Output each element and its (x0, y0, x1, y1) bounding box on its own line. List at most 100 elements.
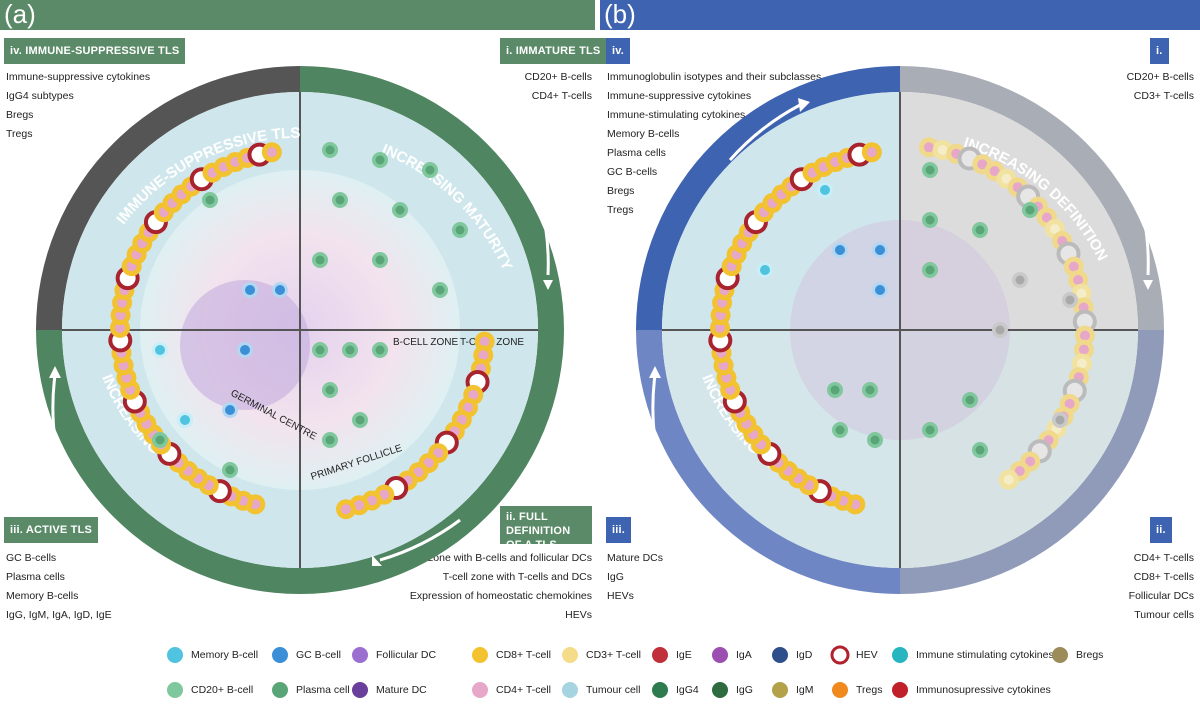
panel-a-notes-ii: B-cell zone with B-cells and follicular … (380, 549, 592, 625)
cd4-t-cell-core (1041, 212, 1052, 223)
cd8-t-cell-core (1001, 173, 1012, 184)
note: Tregs (6, 128, 33, 140)
note: Memory B-cells (6, 590, 79, 602)
cd4-t-cell-core (989, 166, 1000, 177)
cd4-t-cell-core (1078, 344, 1089, 355)
cd8-t-cell-core (354, 500, 365, 511)
note: Mature DCs (607, 552, 664, 564)
cd20-b-cell-core (865, 385, 875, 395)
cd3-t-cell-icon (562, 647, 578, 663)
cd20-b-cell-core (355, 415, 365, 425)
note: Tregs (607, 204, 634, 216)
cd4-t-cell-core (1014, 465, 1025, 476)
cd20-b-cell-core (375, 345, 385, 355)
cd20-b-cell-core (975, 445, 985, 455)
cd4-t-cell-core (433, 448, 444, 459)
note: T-cell zone with T-cells and DCs (442, 571, 592, 583)
note: Immune-suppressive cytokines (607, 90, 752, 102)
panel-b-notes-i: CD20+ B-cells CD3+ T-cells (1090, 68, 1194, 106)
note: GC B-cells (6, 552, 57, 564)
cd20-b-cell-core (335, 195, 345, 205)
cd20-b-cell-core (155, 435, 165, 445)
cd20-b-cell-core (1015, 275, 1025, 285)
note: CD8+ T-cells (1133, 571, 1194, 583)
note: Follicular DCs (1128, 590, 1194, 602)
legend-label: CD4+ T-cell (496, 684, 551, 696)
panel-b-notes-ii: CD4+ T-cells CD8+ T-cells Follicular DCs… (1090, 549, 1194, 625)
cd20-b-cell-core (1055, 415, 1065, 425)
cd20-b-cell-core (995, 325, 1005, 335)
memory-b-cell-core (180, 415, 190, 425)
panel-b-cells (708, 137, 1097, 515)
follicular-dc-icon (352, 647, 368, 663)
panel-a-letter: (a) (4, 0, 36, 29)
ring-segment-iv (636, 66, 900, 330)
panel-b-box-ii: ii. (1150, 517, 1172, 543)
legend-label: IgA (736, 649, 752, 661)
cd20-b-cell-core (435, 285, 445, 295)
cd8-t-cell-core (478, 350, 489, 361)
cd8-t-cell-icon (472, 647, 488, 663)
cd8-t-cell-core (937, 145, 948, 156)
immunosuppressive-cytokines-icon (892, 682, 908, 698)
legend-item-gc-b-cell: GC B-cell (270, 645, 341, 665)
cd4-t-cell-core (1064, 398, 1075, 409)
cd20-b-cell-core (925, 265, 935, 275)
cd20-b-cell-core (925, 425, 935, 435)
legend-label: Bregs (1076, 649, 1104, 661)
note: IgG (607, 571, 624, 583)
arrow-left-head (49, 366, 61, 378)
ige-icon (652, 647, 668, 663)
panel-b-box-iii: iii. (606, 517, 632, 543)
immune-stimulating-cytokines-icon (892, 647, 908, 663)
panel-a-header: (a) (0, 0, 595, 30)
cd20-b-cell-core (835, 425, 845, 435)
panel-b-notes-iv: Immunoglobulin isotypes and their subcla… (607, 68, 821, 220)
legend-item-igg: IgG (710, 680, 753, 700)
legend-item-igd: IgD (770, 645, 812, 665)
legend-item-ige: IgE (650, 645, 692, 665)
cd20-b-cell-core (830, 385, 840, 395)
gc-b-cell-core (875, 245, 885, 255)
igm-icon (772, 682, 788, 698)
cd4-t-cell-core (468, 389, 479, 400)
cd20-b-cell-core (315, 345, 325, 355)
legend-label: CD8+ T-cell (496, 649, 551, 661)
cd4-t-cell-core (341, 504, 352, 515)
arrow-top-left (728, 103, 801, 161)
gc-b-cell-icon (272, 647, 288, 663)
ring-segment-i (900, 66, 1164, 330)
cd8-t-cell-core (413, 467, 424, 478)
memory-b-cell-core (155, 345, 165, 355)
cd20-b-cell-core (870, 435, 880, 445)
arrow-top-left-head (798, 98, 810, 112)
note: Bregs (6, 109, 34, 121)
legend-label: Memory B-cell (191, 649, 259, 661)
note: Plasma cells (6, 571, 65, 583)
legend-item-igg4: IgG4 (650, 680, 699, 700)
note: Bregs (607, 185, 635, 197)
legend-item-cd3-t-cell: CD3+ T-cell (560, 645, 641, 665)
cd4-t-cell-core (266, 147, 277, 158)
legend-label: IgM (796, 684, 814, 696)
note: IgG, IgM, IgA, IgD, IgE (6, 609, 112, 621)
cd4-t-cell-core (715, 322, 726, 333)
arrow-right (538, 199, 550, 276)
legend-label: IgG4 (676, 684, 699, 696)
legend-item-cd20-b-cell: CD20+ B-cell (165, 680, 253, 700)
gc-b-cell-core (875, 285, 885, 295)
note: Plasma cells (607, 147, 666, 159)
cd20-b-cell-core (925, 215, 935, 225)
note: CD4+ T-cells (1133, 552, 1194, 564)
cd20-b-cell-core (375, 155, 385, 165)
note: HEVs (607, 590, 634, 602)
cd4-t-cell-core (923, 142, 934, 153)
ring-segment-i (300, 66, 564, 330)
cd20-b-cell-core (225, 465, 235, 475)
panel-a-box-ii: ii. FULL DEFINITION OF A TLS (500, 506, 592, 551)
legend-label: Immune stimulating cytokines (916, 649, 1054, 661)
note: CD4+ T-cells (531, 90, 592, 102)
note: CD20+ B-cells (524, 71, 592, 83)
cd4-t-cell-core (1025, 456, 1036, 467)
panel-a-box-i: i. IMMATURE TLS (500, 38, 607, 64)
